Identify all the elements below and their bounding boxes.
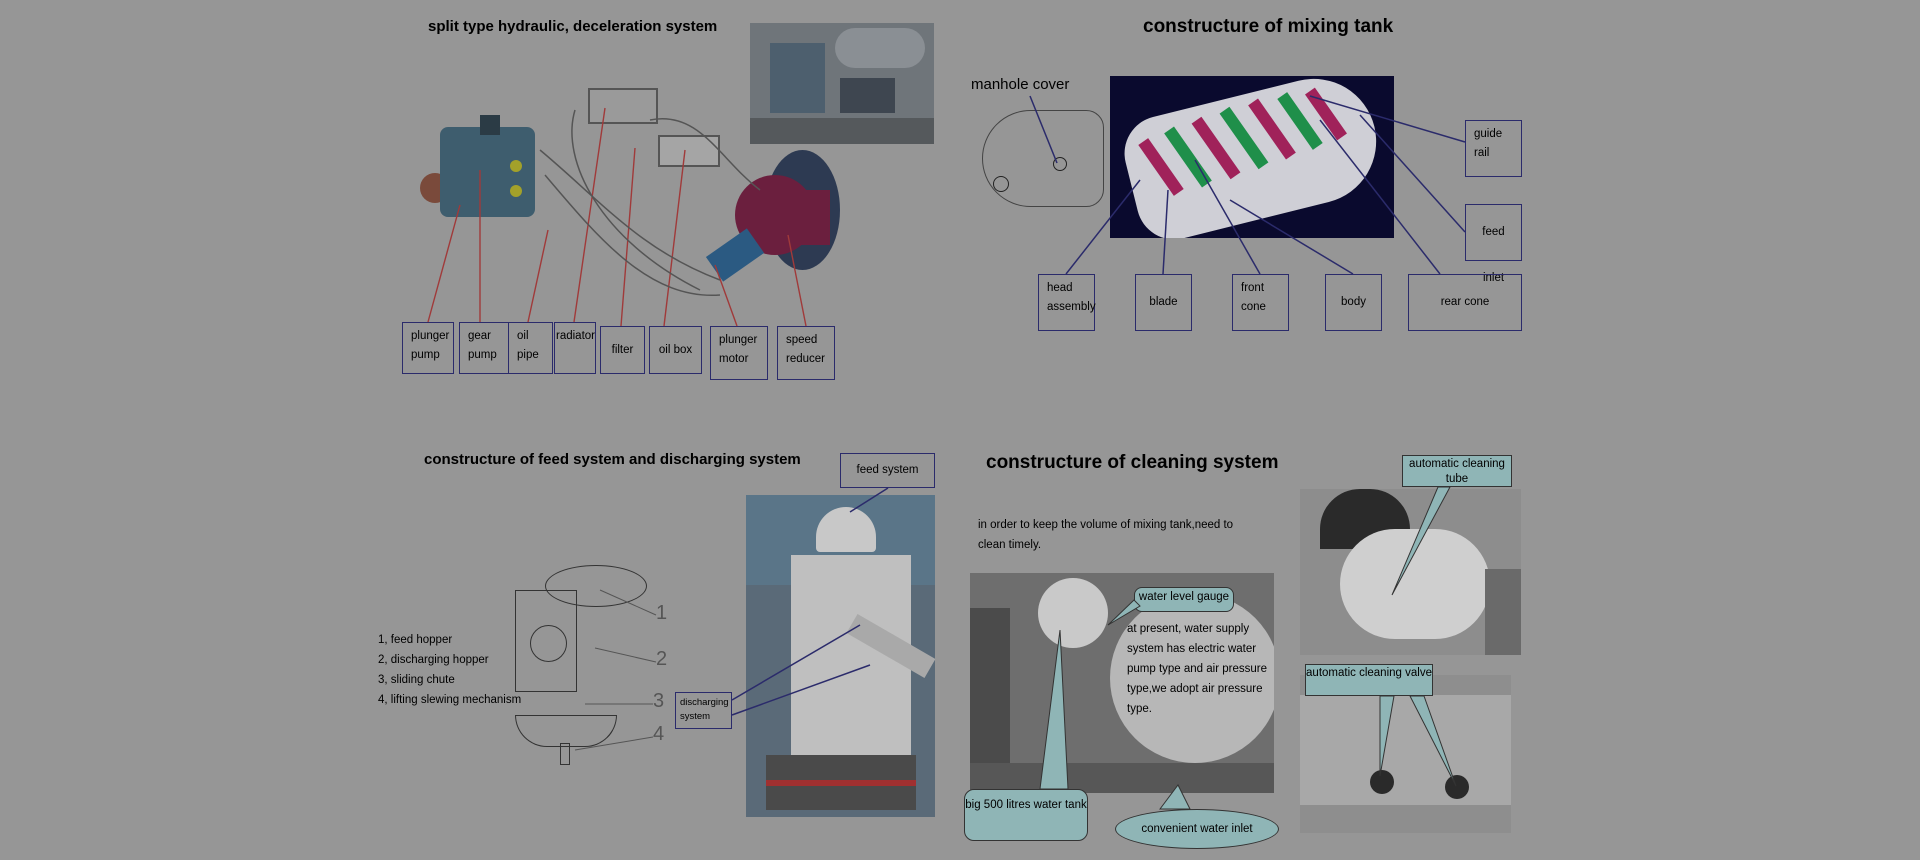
feed-number-3: 3 <box>653 690 665 712</box>
manhole-label: manhole cover <box>971 76 1070 93</box>
callout-auto-valve: automatic cleaning valve <box>1305 664 1433 696</box>
label-guide-rail: guide rail <box>1465 120 1522 177</box>
label-front-cone: front cone <box>1232 274 1289 331</box>
legend-item: 1, feed hopper <box>378 634 453 646</box>
feed-system-title: constructure of feed system and discharg… <box>424 451 801 468</box>
label-filter: filter <box>600 326 645 374</box>
cleaning-valve-photo <box>1300 675 1511 833</box>
label-radiator: radiator <box>554 322 596 374</box>
feed-number-1: 1 <box>656 602 668 624</box>
feed-truck-photo <box>746 495 935 817</box>
label-oil-pipe: oil pipe <box>508 322 553 374</box>
legend-item: 4, lifting slewing mechanism <box>378 694 522 706</box>
radiator-graphic <box>588 88 658 124</box>
callout-water-level-gauge: water level gauge <box>1134 587 1234 612</box>
label-oil-box: oil box <box>649 326 702 374</box>
hydraulic-title: split type hydraulic, deceleration syste… <box>428 18 718 35</box>
label-body: body <box>1325 274 1382 331</box>
tank-outline-drawing <box>982 110 1104 207</box>
legend-item: 2, discharging hopper <box>378 654 489 666</box>
motor-reducer-graphic <box>705 150 840 282</box>
oil-box-graphic <box>658 135 720 167</box>
feed-legend: 1, feed hopper 2, discharging hopper 3, … <box>378 630 521 710</box>
feed-number-4: 4 <box>653 723 665 745</box>
callout-water-tank: big 500 litres water tank <box>964 789 1088 841</box>
feed-number-2: 2 <box>656 648 668 670</box>
mixing-tank-title: constructure of mixing tank <box>1143 16 1394 37</box>
cleaning-intro: in order to keep the volume of mixing ta… <box>978 519 1234 551</box>
label-feed-inlet: feed inlet <box>1465 204 1522 284</box>
cleaning-title: constructure of cleaning system <box>986 452 1279 473</box>
label-head-assembly: head assembly <box>1038 274 1096 331</box>
label-discharging-system: discharging system <box>675 692 732 729</box>
mixing-tank-image <box>1110 76 1394 238</box>
label-plunger-pump: plunger pump <box>402 322 454 374</box>
callout-auto-tube: automatic cleaning tube <box>1402 455 1512 487</box>
cleaning-description: at present, water supply system has elec… <box>1127 623 1267 715</box>
hydraulic-truck-photo <box>750 23 934 144</box>
callout-water-inlet: convenient water inlet <box>1115 809 1279 849</box>
legend-item: 3, sliding chute <box>378 674 455 686</box>
label-plunger-motor: plunger motor <box>710 326 768 380</box>
label-speed-reducer: speed reducer <box>777 326 835 380</box>
label-rear-cone: rear cone <box>1408 274 1522 331</box>
label-blade: blade <box>1135 274 1192 331</box>
feed-hopper-drawing <box>505 565 665 765</box>
plunger-pump-graphic <box>420 115 542 223</box>
